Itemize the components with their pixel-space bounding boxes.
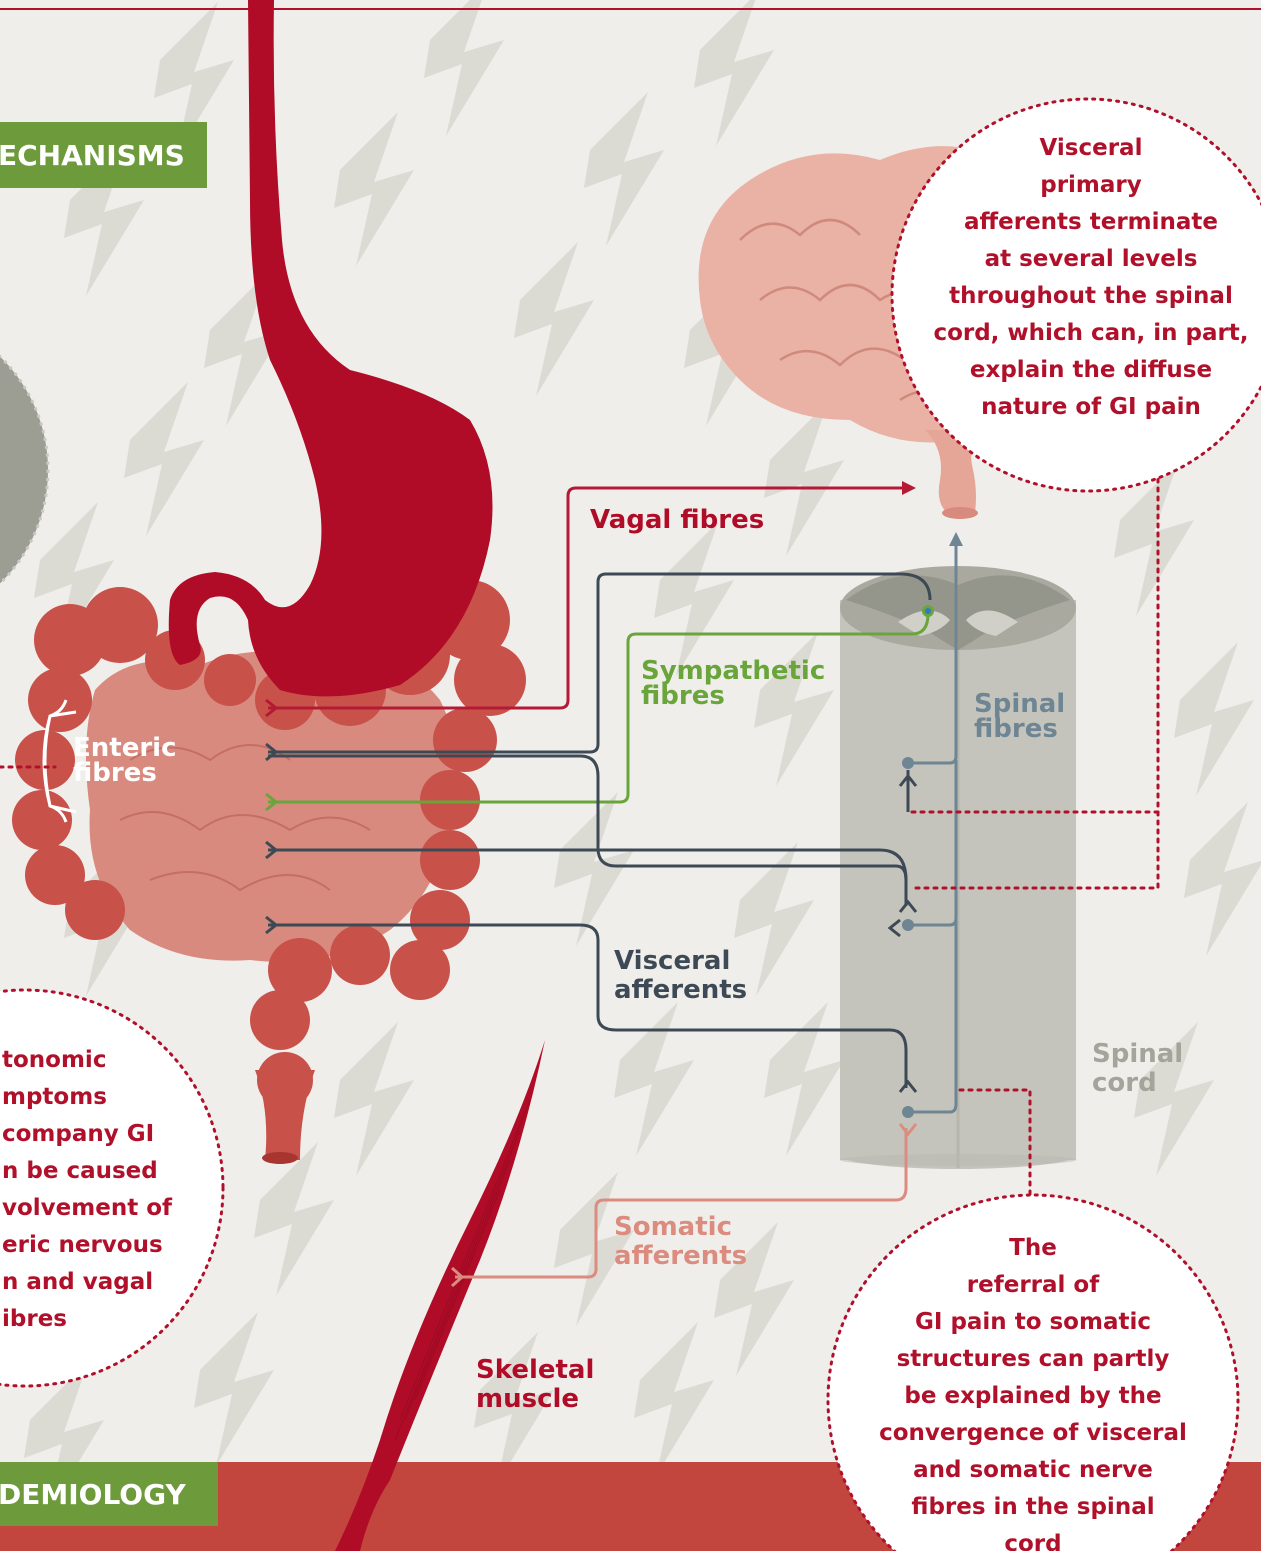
lightning-bolt-icon [614,1002,694,1156]
bubble-bottom-left-line: n and vagal [0,1264,180,1301]
lightning-bolt-icon [584,92,664,246]
banner-epidemiology-text: DEMIOLOGY [0,1478,186,1511]
lightning-bolt-icon [424,0,504,136]
bubble-top-right-line: cord, which can, in part, [918,315,1261,352]
banner-mechanisms: ECHANISMS [0,122,207,188]
bubble-bottom-left-line: tonomic [0,1042,180,1079]
bubble-top-right-text: Visceral primary afferents terminate at … [918,130,1261,426]
lightning-bolt-icon [514,242,594,396]
banner-mechanisms-text: ECHANISMS [0,139,185,172]
label-spinal-fibres: Spinal fibres [974,690,1065,744]
lightning-bolt-icon [764,402,844,556]
label-spinal-cord-line2: cord [1092,1069,1183,1098]
bubble-bottom-right-text: The referral of GI pain to somatic struc… [860,1230,1206,1551]
bubble-top-right-line: Visceral [918,130,1261,167]
lightning-bolt-icon [694,0,774,146]
bubble-bottom-right-line: be explained by the [860,1378,1206,1415]
label-spinal-fibres-line2: fibres [974,715,1065,744]
lightning-bolt-icon [254,1142,334,1296]
label-enteric-line2: fibres [73,759,176,788]
bubble-top-right-line: explain the diffuse [918,352,1261,389]
label-vagal-fibres-text: Vagal fibres [590,505,764,535]
label-sympathetic-fibres: Sympathetic fibres [641,657,825,711]
label-somatic-line2: afferents [614,1242,747,1271]
label-somatic-afferents: Somatic afferents [614,1213,747,1271]
banner-epidemiology: DEMIOLOGY [0,1462,218,1526]
bubble-top-right-line: afferents terminate [918,204,1261,241]
bubble-top-right-line: primary [918,167,1261,204]
bubble-top-right-line: at several levels [918,241,1261,278]
label-spinal-cord: Spinal cord [1092,1040,1183,1098]
bubble-bottom-left-line: company GI [0,1116,180,1153]
label-visceral-line1: Visceral [614,947,747,976]
bubble-bottom-right-line: structures can partly [860,1341,1206,1378]
lightning-bolt-icon [124,382,204,536]
label-visceral-line2: afferents [614,976,747,1005]
lightning-bolt-icon [554,792,634,946]
label-sympathetic-line2: fibres [641,682,825,711]
bubble-bottom-right-line: referral of [860,1267,1206,1304]
bubble-bottom-left-line: mptoms [0,1079,180,1116]
label-spinal-cord-line1: Spinal [1092,1040,1183,1069]
label-enteric-fibres: Enteric fibres [73,734,176,788]
lightning-bolt-icon [1184,802,1261,956]
bubble-top-right-line: throughout the spinal [918,278,1261,315]
lightning-bolt-icon [764,1002,844,1156]
bubble-bottom-left-line: n be caused [0,1153,180,1190]
bubble-bottom-right-line: The [860,1230,1206,1267]
label-skeletal-muscle: Skeletal muscle [476,1356,594,1414]
lightning-bolt-icon [1174,642,1254,796]
bubble-top-right-line: nature of GI pain [918,389,1261,426]
bubble-bottom-left-line: ibres [0,1301,180,1338]
lightning-bolt-icon [194,1312,274,1466]
bubble-bottom-right-line: fibres in the spinal [860,1489,1206,1526]
bubble-bottom-right-line: convergence of visceral [860,1415,1206,1452]
lightning-bolt-icon [334,112,414,266]
lightning-bolt-icon [654,522,734,676]
label-vagal-fibres: Vagal fibres [590,506,764,535]
label-somatic-line1: Somatic [614,1213,747,1242]
label-skeletal-line1: Skeletal [476,1356,594,1385]
label-skeletal-line2: muscle [476,1385,594,1414]
bubble-bottom-left-text: tonomic mptoms company GI n be caused vo… [0,1042,180,1338]
label-visceral-afferents: Visceral afferents [614,947,747,1005]
bubble-bottom-right-line: GI pain to somatic [860,1304,1206,1341]
bubble-bottom-left-line: volvement of [0,1190,180,1227]
bubble-bottom-right-line: cord [860,1526,1206,1551]
bubble-bottom-left-line: eric nervous [0,1227,180,1264]
bubble-bottom-right-line: and somatic nerve [860,1452,1206,1489]
lightning-bolt-icon [634,1322,714,1476]
lightning-bolt-icon [334,1022,414,1176]
